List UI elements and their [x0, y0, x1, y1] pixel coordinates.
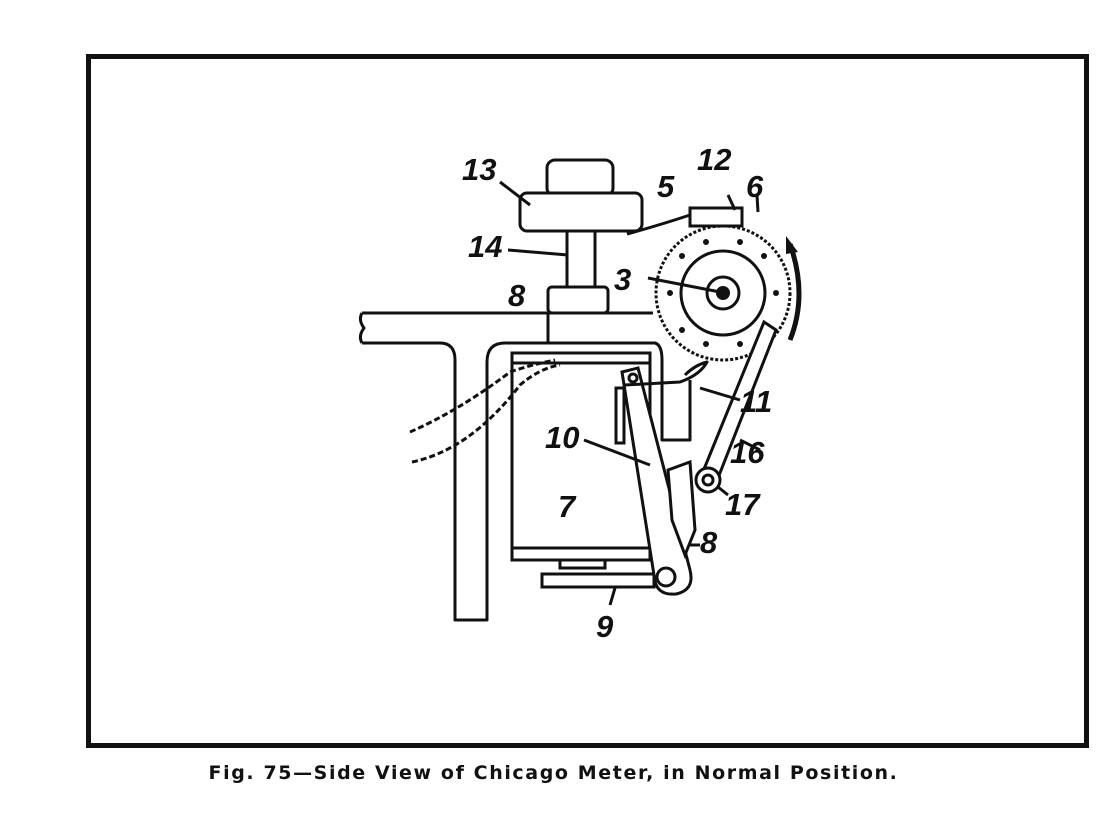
label-5: 5: [657, 169, 675, 204]
figure-frame: [86, 54, 1089, 748]
label-16: 16: [730, 435, 765, 470]
label-13: 13: [462, 152, 496, 187]
part-labels: 13 12 5 6 14 3 8 11 10 16 7 17 8 9: [462, 142, 772, 644]
label-17: 17: [725, 487, 761, 522]
label-11: 11: [740, 384, 772, 419]
label-7: 7: [558, 489, 577, 524]
figure-caption: Fig. 75—Side View of Chicago Meter, in N…: [208, 762, 899, 784]
counter-wheel: [626, 206, 792, 362]
label-12: 12: [697, 142, 731, 177]
rotation-arrow: [786, 236, 802, 341]
label-14: 14: [468, 229, 502, 264]
label-3: 3: [614, 262, 631, 297]
leader-lines: [499, 180, 761, 606]
label-10: 10: [545, 420, 579, 455]
wires: [409, 358, 561, 464]
label-6: 6: [746, 169, 764, 204]
pawl: [624, 360, 709, 387]
label-9: 9: [596, 609, 614, 644]
label-8-top: 8: [508, 278, 526, 313]
reset-knob: [518, 158, 644, 315]
armature-plate: [540, 572, 656, 589]
lever: [614, 366, 697, 596]
label-8-bottom: 8: [700, 525, 718, 560]
